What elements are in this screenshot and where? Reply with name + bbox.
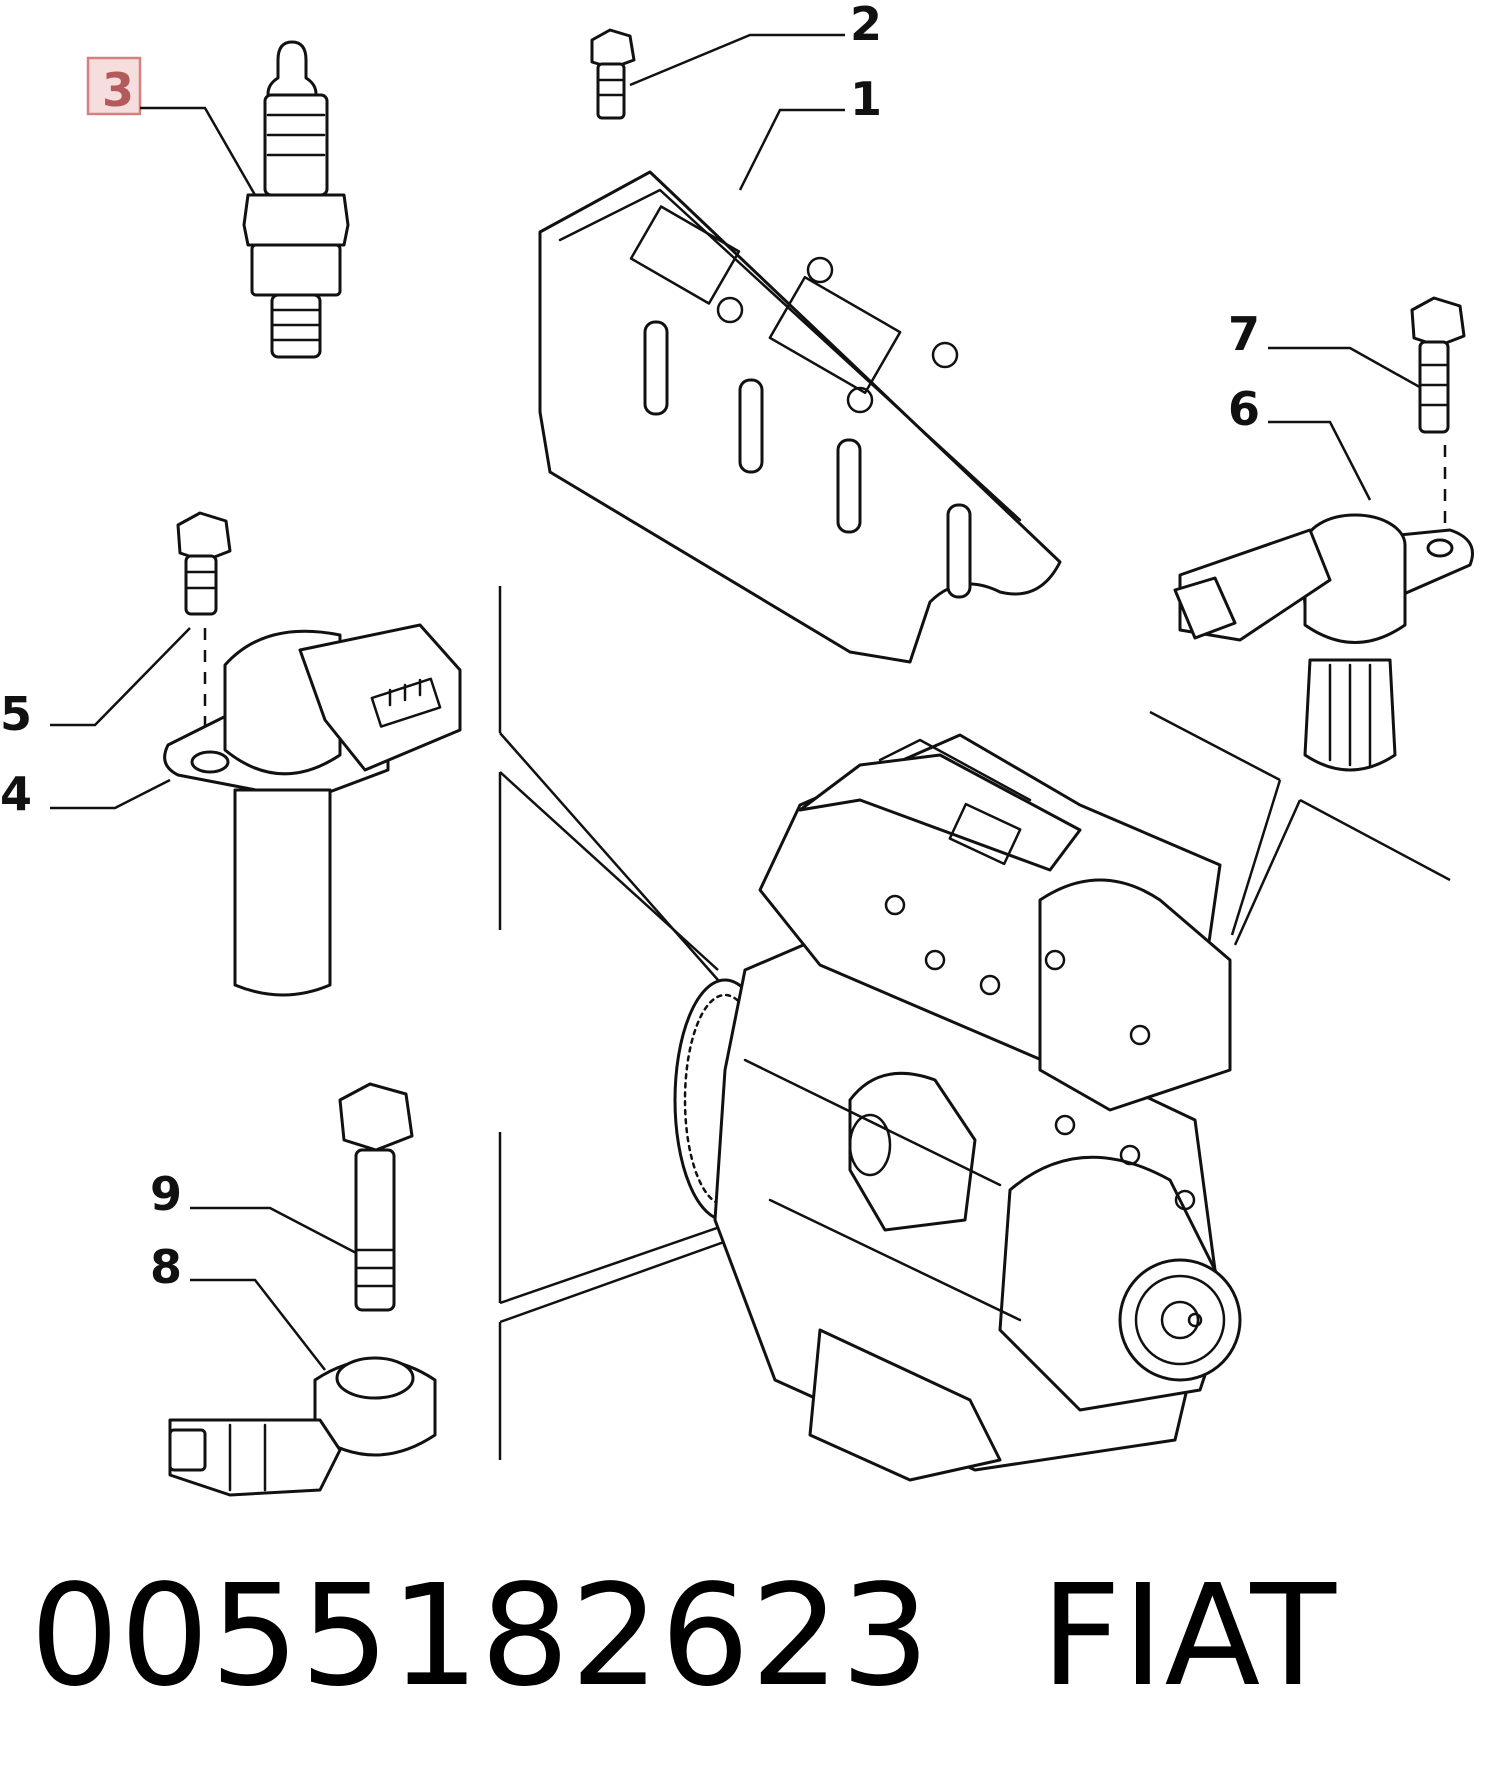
leader-2 bbox=[629, 33, 845, 87]
callout-3[interactable]: 3 bbox=[86, 56, 142, 117]
callout-5[interactable]: 5 bbox=[0, 687, 32, 741]
callout-6[interactable]: 6 bbox=[1228, 382, 1260, 436]
crank-position-sensor bbox=[163, 623, 462, 997]
cam-position-sensor bbox=[1173, 513, 1474, 772]
leader-5 bbox=[50, 627, 191, 727]
leader-8 bbox=[190, 1278, 326, 1371]
callout-1[interactable]: 1 bbox=[850, 72, 882, 126]
leader-7 bbox=[1268, 346, 1426, 392]
callout-8[interactable]: 8 bbox=[150, 1240, 182, 1294]
knock-sensor-bolt bbox=[338, 1082, 414, 1312]
sensor-bolt-7 bbox=[1410, 296, 1466, 530]
engine-assembly bbox=[673, 733, 1242, 1482]
callout-2[interactable]: 2 bbox=[850, 0, 882, 51]
callout-3-highlight-box bbox=[86, 56, 142, 116]
detail-frame-lines bbox=[498, 586, 1451, 1460]
leader-4 bbox=[50, 778, 171, 810]
leader-6 bbox=[1268, 420, 1372, 501]
part-caption: 0055182623 FIAT bbox=[30, 1555, 1337, 1718]
coil-bolt bbox=[590, 28, 636, 120]
callout-7[interactable]: 7 bbox=[1228, 307, 1260, 361]
callout-4[interactable]: 4 bbox=[0, 767, 32, 821]
leader-3 bbox=[140, 106, 257, 196]
sensor-bolt-5 bbox=[176, 511, 232, 740]
leader-9 bbox=[190, 1206, 361, 1257]
spark-plug bbox=[242, 40, 350, 359]
callout-9[interactable]: 9 bbox=[150, 1167, 182, 1221]
part-number: 0055182623 bbox=[30, 1555, 931, 1718]
leader-1 bbox=[738, 108, 845, 191]
brand-name: FIAT bbox=[1040, 1555, 1337, 1718]
ignition-coil bbox=[538, 170, 1062, 664]
knock-sensor bbox=[168, 1356, 437, 1497]
callout-3-label: 3 bbox=[102, 63, 134, 117]
